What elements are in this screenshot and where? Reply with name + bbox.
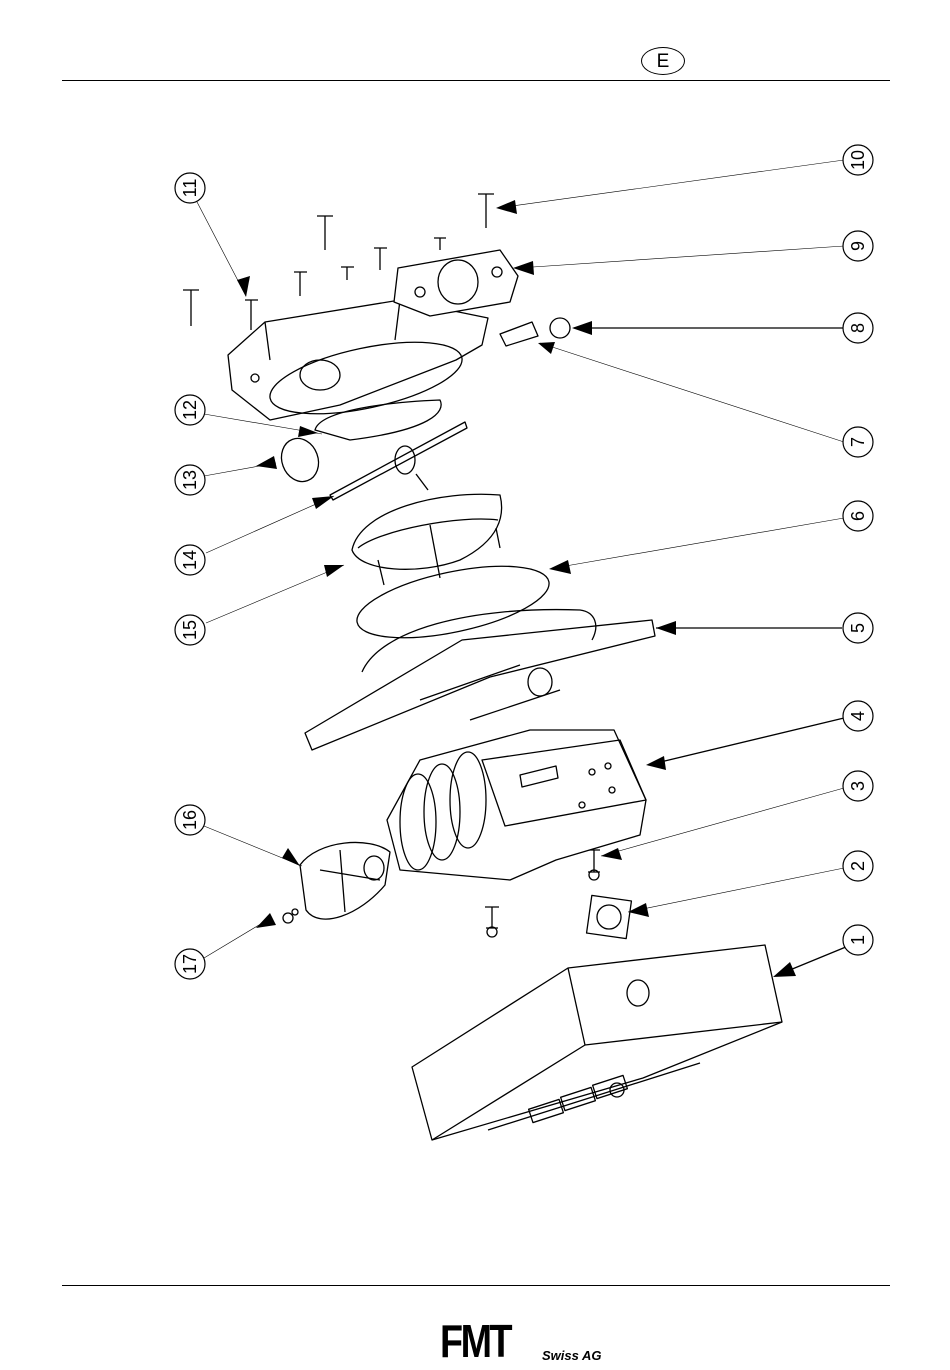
callout-label-3: 3 — [848, 781, 868, 791]
callout-label-15: 15 — [180, 620, 200, 640]
logo-mark: FMT — [440, 1318, 510, 1364]
callout-label-9: 9 — [848, 241, 868, 251]
counter-mechanism-part — [387, 730, 646, 880]
vane-part — [330, 422, 467, 500]
footer-rule — [62, 1285, 890, 1286]
housing-part — [412, 945, 782, 1140]
callout-label-8: 8 — [848, 323, 868, 333]
flange-part — [228, 250, 518, 428]
callout-label-10: 10 — [848, 150, 868, 170]
knob-plate-part — [587, 895, 632, 938]
tensioner-part — [352, 494, 502, 585]
callout-label-1: 1 — [848, 935, 868, 945]
callout-label-6: 6 — [848, 511, 868, 521]
callout-label-7: 7 — [848, 437, 868, 447]
callout-label-16: 16 — [180, 810, 200, 830]
assembly-drawing — [183, 194, 782, 1140]
callout-label-14: 14 — [180, 550, 200, 570]
ring-part — [276, 433, 325, 487]
callout-label-5: 5 — [848, 623, 868, 633]
plug-part — [500, 318, 570, 346]
callout-label-4: 4 — [848, 711, 868, 721]
callout-label-13: 13 — [180, 470, 200, 490]
callout-label-17: 17 — [180, 954, 200, 974]
callout-label-12: 12 — [180, 400, 200, 420]
fmt-logo: FMT Swiss AG — [440, 1318, 610, 1370]
callout-label-2: 2 — [848, 861, 868, 871]
cup-part — [283, 842, 390, 923]
logo-subtitle: Swiss AG — [542, 1348, 601, 1363]
callout-label-11: 11 — [180, 179, 200, 198]
base-plate-part — [305, 610, 655, 750]
